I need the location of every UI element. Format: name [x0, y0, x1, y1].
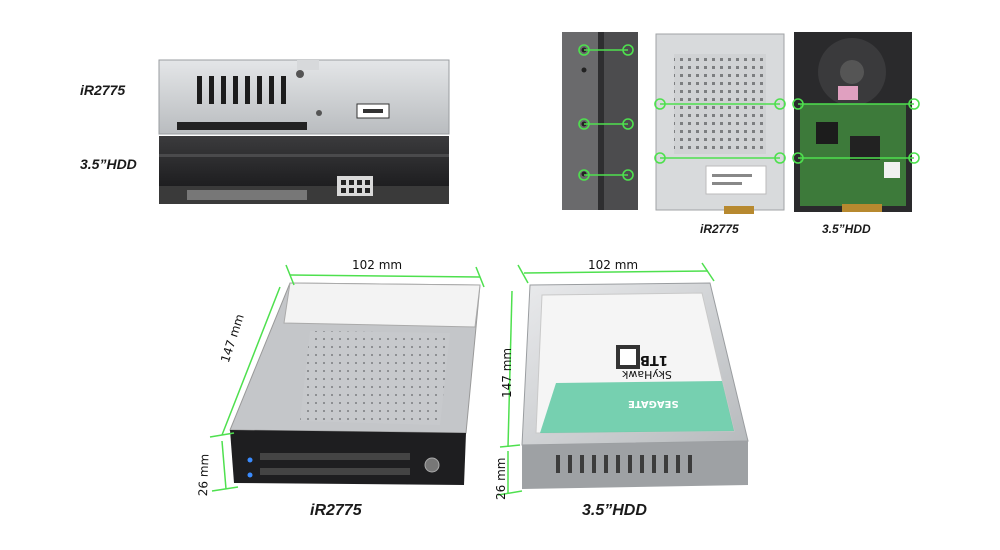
side-rails-image — [560, 32, 642, 212]
hdd-width-dimension: 102 mm — [588, 258, 639, 272]
hdd-product-line-text: SkyHawk — [622, 368, 672, 381]
ir2775-bottom-plate-image — [654, 32, 788, 216]
ir2775-enclosure-image — [200, 255, 500, 500]
hdd-capacity-text: 1TB — [640, 352, 668, 367]
hdd-bottom-pcb-image — [792, 32, 920, 216]
front-view-stack-image — [157, 58, 451, 206]
label-hdd-bottom: 3.5”HDD — [582, 502, 647, 519]
hdd-top-view-image — [496, 255, 776, 500]
label-ir2775-top-right: iR2775 — [700, 222, 739, 236]
hdd-height-dimension: 26 mm — [494, 457, 508, 500]
hdd-brand-text: SEAGATE — [628, 398, 679, 409]
ir2775-width-dimension: 102 mm — [352, 258, 403, 272]
label-hdd-top-right: 3.5”HDD — [822, 222, 871, 236]
ir2775-height-dimension: 26 mm — [196, 453, 212, 497]
label-hdd-top-left: 3.5”HDD — [80, 156, 137, 172]
label-ir2775-top-left: iR2775 — [80, 82, 126, 98]
label-ir2775-bottom: iR2775 — [310, 502, 362, 519]
hdd-length-dimension: 147 mm — [500, 347, 514, 398]
